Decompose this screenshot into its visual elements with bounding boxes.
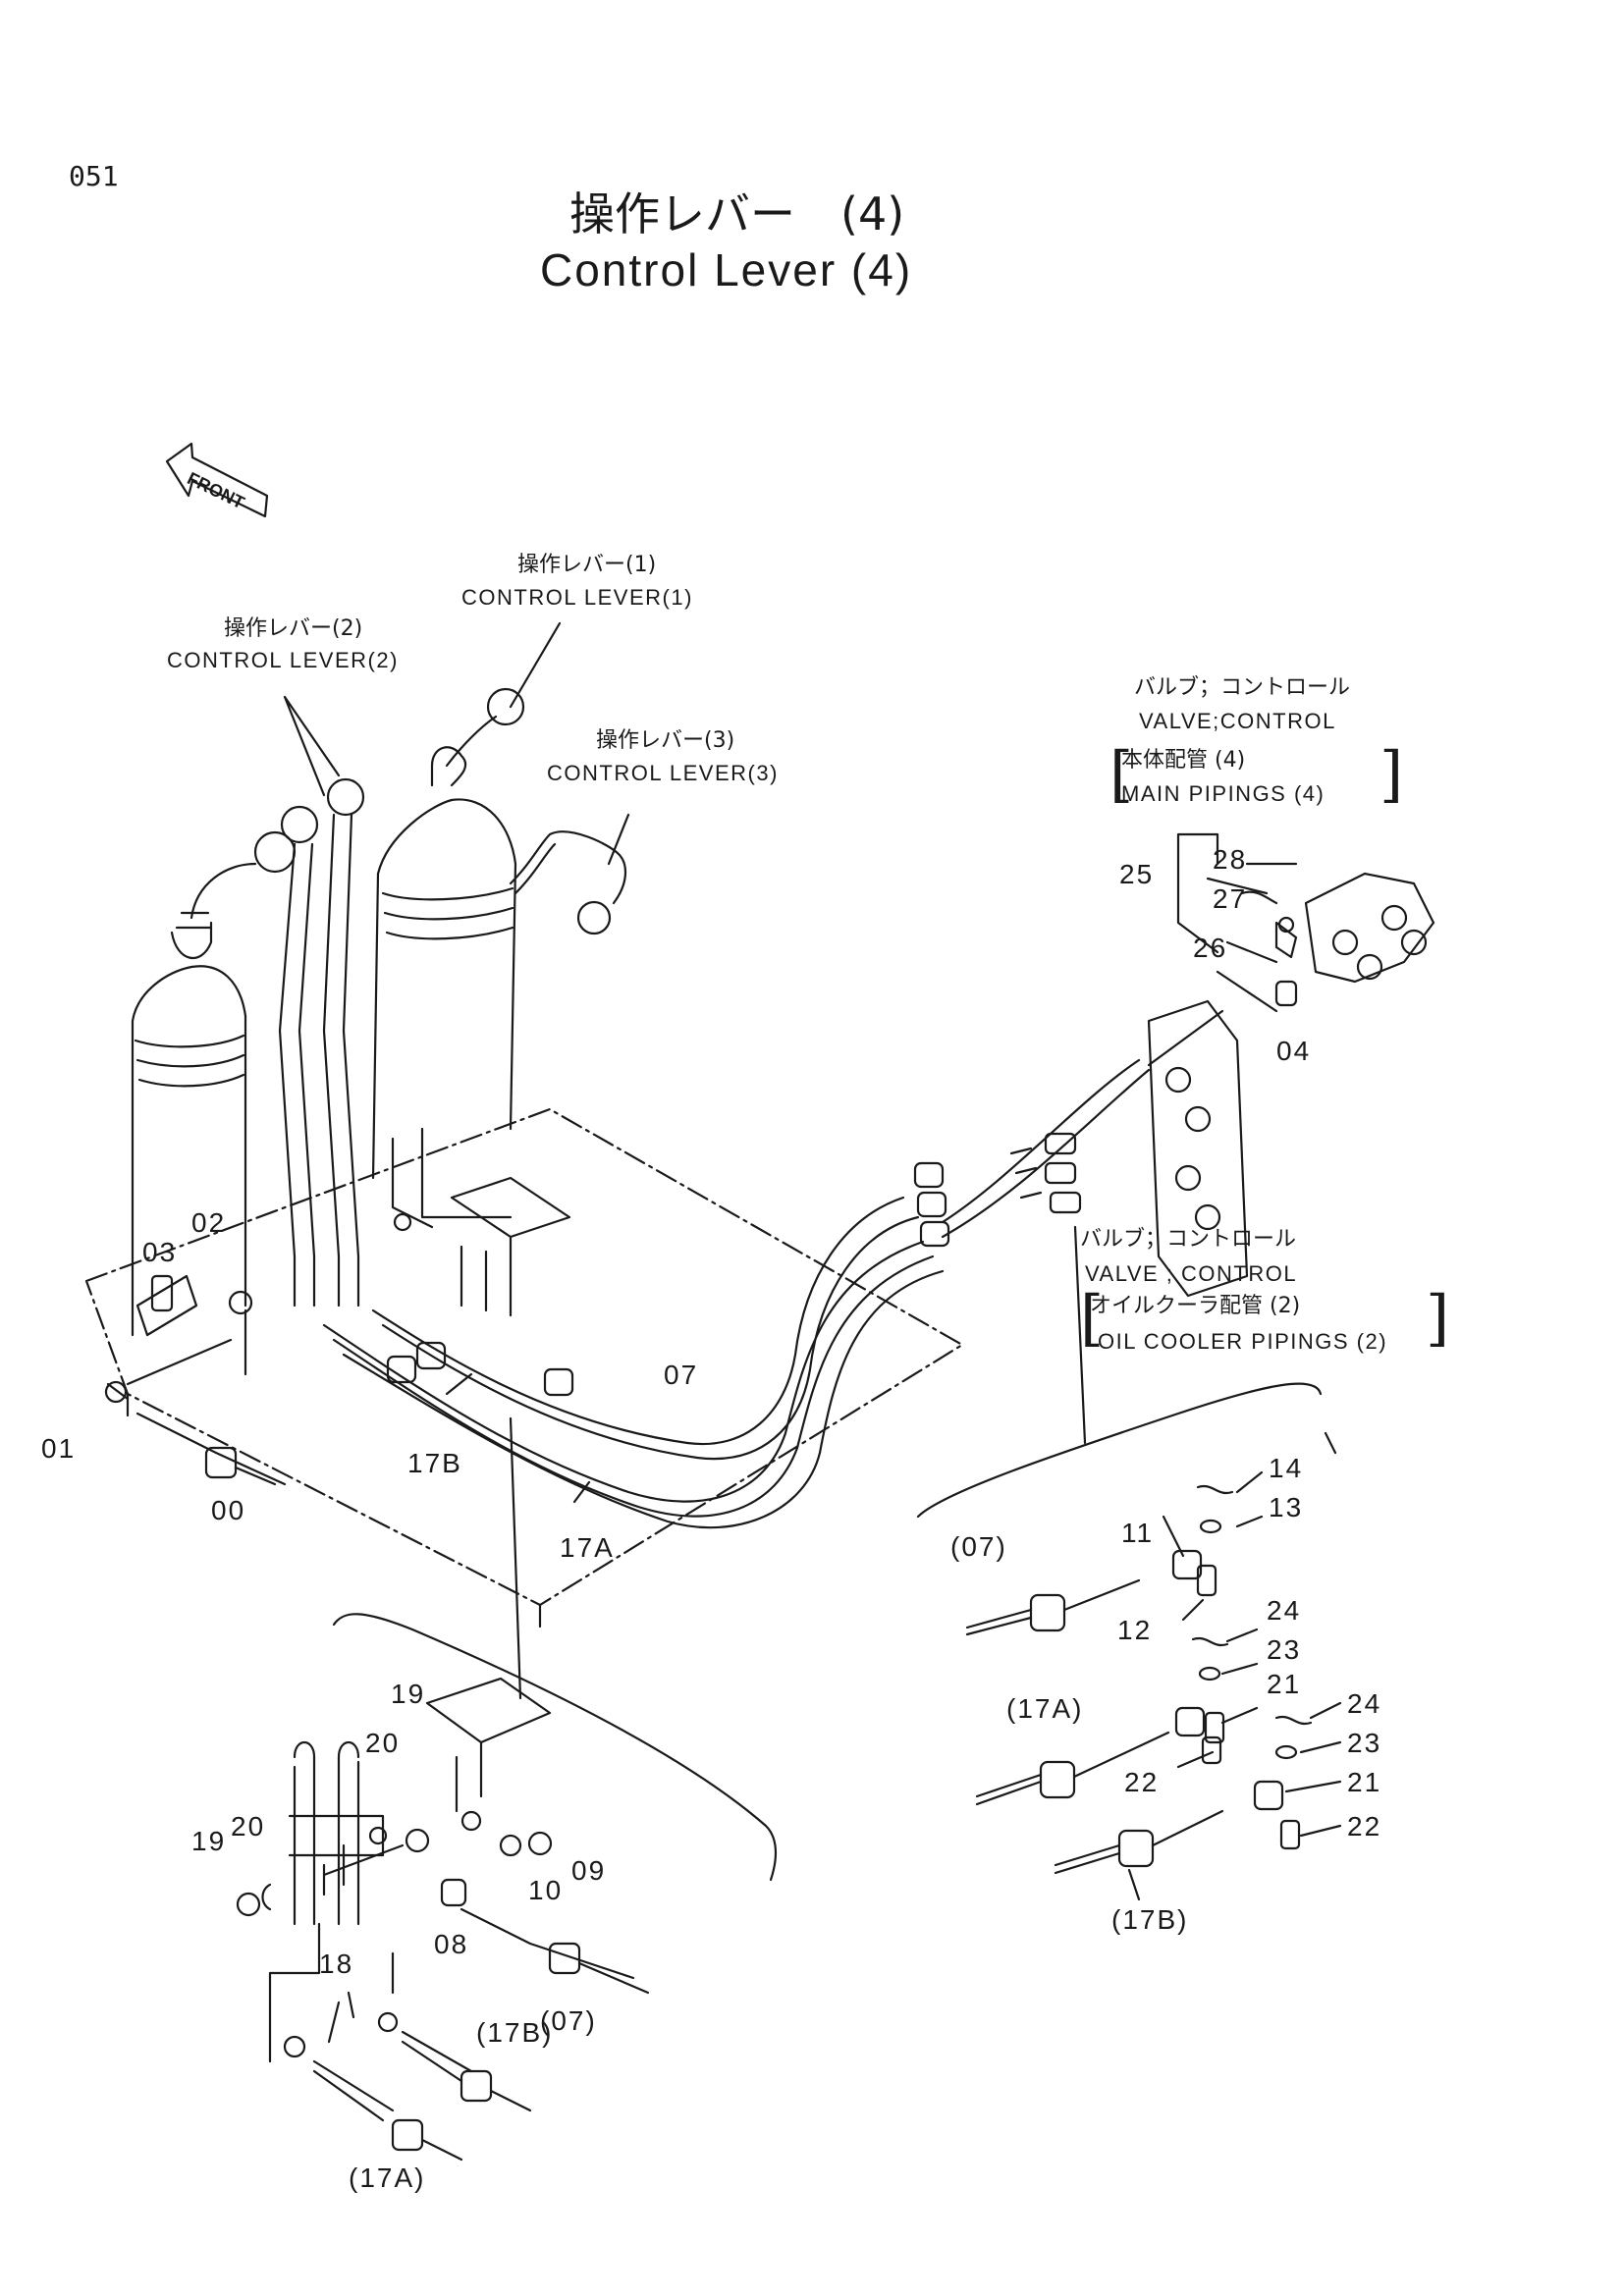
bracket-left-2: [ [1080, 1282, 1105, 1354]
part-03: 03 [142, 1237, 178, 1267]
detail2-part-07: (07) [540, 2005, 597, 2036]
detail-frame-right [916, 1382, 1323, 1519]
control-valve-upper [1274, 872, 1435, 1007]
detail1-part-12: 12 [1117, 1615, 1153, 1645]
detail-2-parts [236, 1677, 650, 2162]
detail1-part-24: 24 [1267, 1595, 1302, 1626]
cable-fittings [386, 1132, 1082, 1397]
control-lever-3 [509, 830, 626, 935]
callout-lever1-en: CONTROL LEVER(1) [461, 585, 693, 610]
part-17A: 17A [560, 1532, 615, 1563]
detail1-part-22b: 22 [1347, 1811, 1382, 1842]
detail1-part-17B: (17B) [1111, 1904, 1189, 1935]
cable-00 [135, 1412, 287, 1486]
part-27: 27 [1213, 883, 1248, 914]
callout-valve2-sub-jp: オイルクーラ配管 (2) [1090, 1294, 1301, 1318]
detail-1-parts [965, 1470, 1342, 1901]
detail2-part-18: 18 [319, 1949, 354, 1979]
part-02: 02 [191, 1207, 227, 1238]
callout-valve1-jp: バルブ；コントロール [1134, 675, 1351, 700]
detail1-part-24b: 24 [1347, 1688, 1382, 1719]
detail2-part-19b: 19 [191, 1826, 227, 1856]
callout-valve1-sub-en: MAIN PIPINGS (4) [1121, 781, 1325, 806]
part-28: 28 [1213, 844, 1248, 875]
callout-valve2-sub-en: OIL COOLER PIPINGS (2) [1098, 1329, 1388, 1354]
callout-lever1-jp: 操作レバー(1) [517, 553, 657, 577]
detail2-part-19: 19 [391, 1679, 426, 1709]
callout-lever2-en: CONTROL LEVER(2) [167, 648, 399, 672]
callout-lever3-en: CONTROL LEVER(3) [547, 761, 779, 785]
detail2-part-20b: 20 [231, 1811, 266, 1842]
lever-rods [278, 777, 365, 1308]
detail2-part-17B: (17B) [476, 2017, 554, 2048]
control-valve-lower [1147, 999, 1249, 1298]
callout-valve1-sub-jp: 本体配管 (4) [1121, 748, 1246, 773]
detail2-part-08: 08 [434, 1929, 469, 1959]
part-25: 25 [1119, 859, 1155, 889]
detail1-part-14: 14 [1269, 1453, 1304, 1483]
detail1-part-21b: 21 [1347, 1767, 1382, 1797]
detail1-part-07: (07) [950, 1531, 1007, 1562]
detail1-part-17A: (17A) [1006, 1693, 1084, 1724]
part-26: 26 [1193, 933, 1228, 963]
title-english: Control Lever (4) [540, 244, 913, 295]
pedal-bracket [391, 1137, 571, 1317]
bracket-right-2: ] [1426, 1282, 1450, 1354]
detail-frame-left [332, 1613, 778, 1882]
detail1-part-11: 11 [1121, 1518, 1155, 1548]
leader-lines [126, 621, 1337, 1700]
part-07: 07 [664, 1360, 699, 1390]
page-number: 051 [69, 160, 119, 192]
part-00: 00 [211, 1495, 246, 1525]
detail1-part-23: 23 [1267, 1634, 1302, 1665]
bracket-left-1: [ [1109, 738, 1134, 810]
part-17B: 17B [407, 1448, 462, 1478]
cables [322, 1009, 1224, 1529]
callout-valve1-en: VALVE;CONTROL [1139, 709, 1336, 733]
base-plate [84, 1107, 964, 1607]
callout-lever3-jp: 操作レバー(3) [596, 728, 735, 753]
callout-lever2-jp: 操作レバー(2) [224, 616, 363, 641]
part-01: 01 [41, 1433, 77, 1464]
left-console [131, 830, 297, 1376]
part-04: 04 [1276, 1036, 1312, 1066]
detail1-part-21: 21 [1267, 1669, 1302, 1699]
detail2-part-17A: (17A) [349, 2163, 426, 2193]
detail2-part-20: 20 [365, 1728, 401, 1758]
detail1-part-22: 22 [1124, 1767, 1160, 1797]
right-console [371, 687, 525, 1219]
detail2-part-10: 10 [528, 1875, 564, 1905]
callout-valve2-jp: バルブ；コントロール [1080, 1227, 1297, 1252]
detail1-part-23b: 23 [1347, 1728, 1382, 1758]
title-japanese: 操作レバー (4) [569, 187, 905, 240]
bracket-right-1: ] [1380, 738, 1404, 810]
detail1-part-13: 13 [1269, 1492, 1304, 1522]
callout-valve2-en: VALVE ; CONTROL [1085, 1261, 1298, 1286]
detail2-part-09: 09 [571, 1855, 607, 1886]
front-arrow-icon [165, 442, 269, 518]
